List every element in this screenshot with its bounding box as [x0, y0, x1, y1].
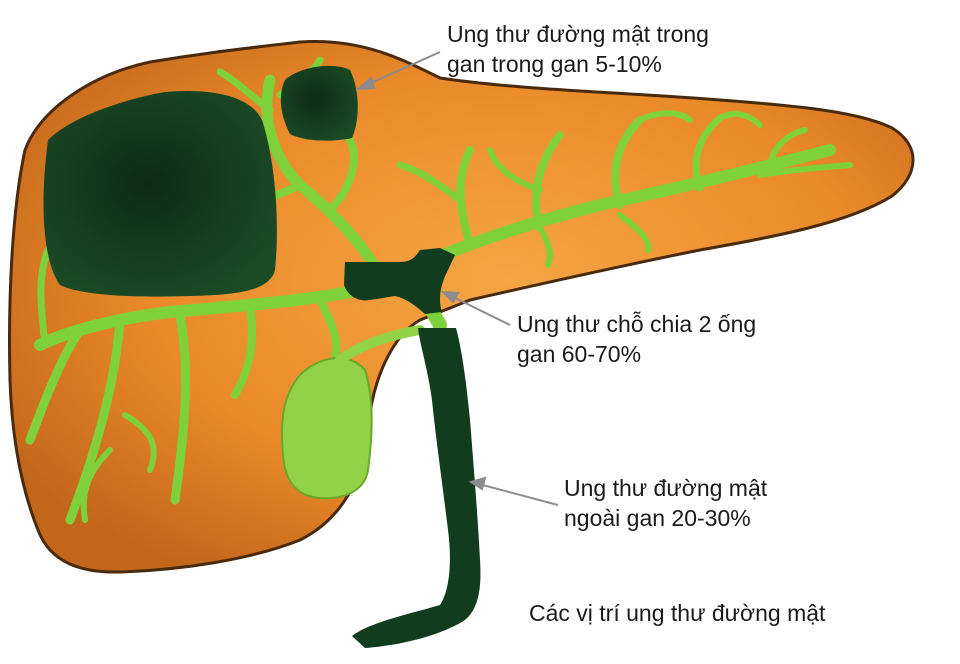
label-hilar-cancer: Ung thư chỗ chia 2 ống gan 60-70% — [517, 309, 756, 369]
duct-branch — [757, 162, 853, 178]
duct-branch — [487, 147, 543, 193]
label-extrahepatic-line2: ngoài gan 20-30% — [564, 505, 751, 531]
duct-branch — [611, 116, 644, 209]
label-hilar-line1: Ung thư chỗ chia 2 ống — [517, 311, 757, 337]
arrowhead — [440, 290, 460, 304]
duct-branch — [692, 114, 724, 192]
pointer-arrows — [355, 51, 559, 506]
duct-branch — [231, 304, 256, 399]
figure-caption: Các vị trí ung thư đường mật — [529, 598, 825, 628]
label-hilar-line2: gan 60-70% — [517, 341, 642, 367]
arrowhead — [355, 76, 376, 91]
duct-branch — [25, 325, 85, 445]
duct-branch — [170, 310, 190, 505]
duct-branch — [316, 296, 341, 359]
duct-branch — [617, 212, 652, 253]
label-extrahepatic-cancer: Ung thư đường mật ngoài gan 20-30% — [564, 473, 767, 533]
small-intrahepatic-tumor — [280, 65, 358, 141]
duct-branch — [80, 447, 113, 523]
label-intrahepatic-cancer: Ung thư đường mật trong gan trong gan 5-… — [447, 19, 709, 79]
bile-ducts — [25, 56, 853, 525]
label-intrahepatic-line1: Ung thư đường mật trong — [447, 21, 709, 47]
left-hepatic-duct — [404, 144, 836, 276]
duct-branch — [37, 246, 52, 349]
cystic-duct — [335, 325, 425, 365]
arrow-hilar — [446, 293, 511, 326]
duct-branch — [767, 127, 808, 173]
duct-branch — [537, 225, 553, 268]
duct-branch — [122, 412, 157, 473]
duct-branch — [396, 161, 464, 204]
duct-branch — [532, 131, 564, 232]
label-intrahepatic-line2: gan trong gan 5-10% — [447, 51, 662, 77]
extrahepatic-tumor — [352, 328, 481, 648]
duct-branch — [717, 111, 763, 128]
duct-branch — [456, 146, 474, 249]
large-intrahepatic-tumor — [43, 90, 277, 297]
arrow-extrahepatic — [474, 482, 559, 506]
caption-text: Các vị trí ung thư đường mật — [529, 600, 826, 626]
arrowhead — [468, 476, 487, 491]
arrow-intrahepatic — [361, 51, 441, 88]
duct-branch — [216, 68, 274, 114]
duct-branch — [65, 317, 125, 525]
duct-branch — [326, 136, 358, 214]
gallbladder — [280, 357, 373, 500]
hilar-tumor — [344, 248, 455, 314]
label-extrahepatic-line1: Ung thư đường mật — [564, 475, 768, 501]
duct-branch — [637, 110, 693, 123]
